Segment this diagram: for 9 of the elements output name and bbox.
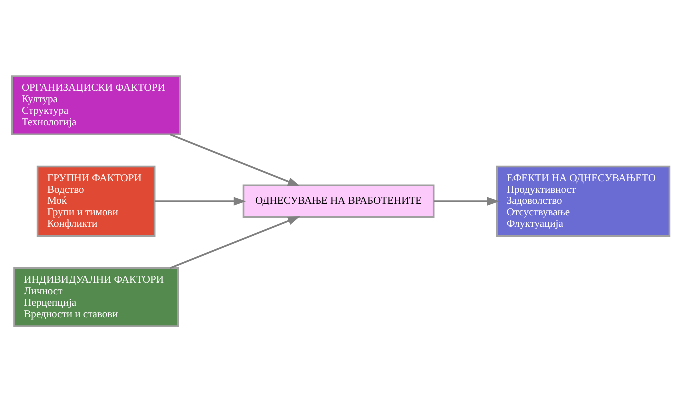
arrow [170,133,300,186]
node-box: ЕФЕКТИ НА ОДНЕСУВАЊЕТО Продуктивност Задоволство Отсуствување Флуктуација [496,165,671,237]
node-box: ИНДИВИДУАЛНИ ФАКТОРИ Личност Перцепција Вредности и ставови [14,267,180,327]
node-box: ГРУПНИ ФАКТОРИ Водство Моќ Групи и тимови Конфликти [36,165,156,237]
arrow [154,196,246,206]
node-box: ОРГАНИЗАЦИСКИ ФАКТОРИ Култура Структура Технологија [11,75,182,135]
arrow [434,196,500,206]
arrow [170,216,300,269]
node-box: ОДНЕСУВАЊЕ НА ВРАБОТЕНИТЕ [242,184,435,218]
